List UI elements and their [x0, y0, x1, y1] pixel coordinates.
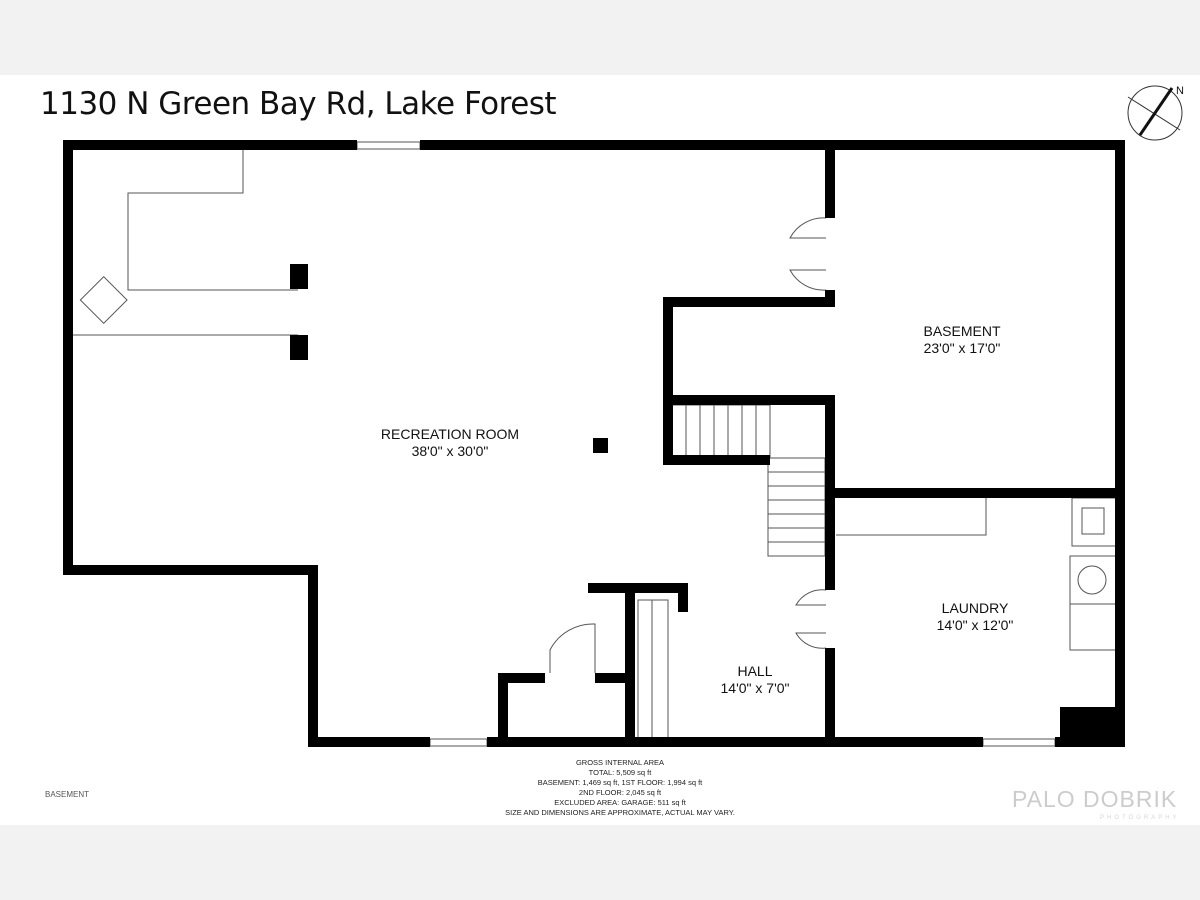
area-total: TOTAL: 5,509 sq ft	[588, 768, 652, 777]
structural-blocks	[290, 264, 1122, 747]
compass-label: N	[1176, 85, 1184, 97]
area-floors: BASEMENT: 1,469 sq ft, 1ST FLOOR: 1,994 …	[537, 778, 703, 787]
room-dims: 23'0" x 17'0"	[923, 340, 1001, 356]
room-hall: HALL 14'0" x 7'0"	[721, 663, 790, 697]
logo-sub: PHOTOGRAPHY	[1100, 815, 1180, 821]
area-excluded: EXCLUDED AREA: GARAGE: 511 sq ft	[554, 798, 686, 807]
logo-right: DOBRIK	[1083, 786, 1178, 812]
floor-label: BASEMENT	[45, 790, 90, 799]
page-title: 1130 N Green Bay Rd, Lake Forest	[40, 86, 557, 122]
area-disclaimer: SIZE AND DIMENSIONS ARE APPROXIMATE, ACT…	[505, 808, 735, 817]
room-dims: 14'0" x 12'0"	[936, 617, 1014, 633]
room-name: BASEMENT	[923, 323, 1001, 339]
room-dims: 14'0" x 7'0"	[720, 680, 790, 696]
room-name: LAUNDRY	[941, 600, 1009, 616]
room-laundry: LAUNDRY 14'0" x 12'0"	[937, 600, 1014, 634]
room-recreation: RECREATION ROOM 38'0" x 30'0"	[381, 426, 519, 460]
room-name: HALL	[737, 663, 773, 679]
logo: PALO DOBRIK	[1012, 786, 1177, 813]
area-heading: GROSS INTERNAL AREA	[575, 758, 665, 767]
room-basement: BASEMENT 23'0" x 17'0"	[923, 323, 1000, 357]
north-arrow-icon: N	[1127, 85, 1184, 141]
gross-internal-area: GROSS INTERNAL AREA TOTAL: 5,509 sq ft B…	[505, 758, 735, 818]
room-name: RECREATION ROOM	[380, 426, 520, 442]
area-floor-2: 2ND FLOOR: 2,045 sq ft	[578, 788, 662, 797]
room-dims: 38'0" x 30'0"	[411, 443, 489, 459]
logo-left: PALO	[1012, 786, 1076, 812]
